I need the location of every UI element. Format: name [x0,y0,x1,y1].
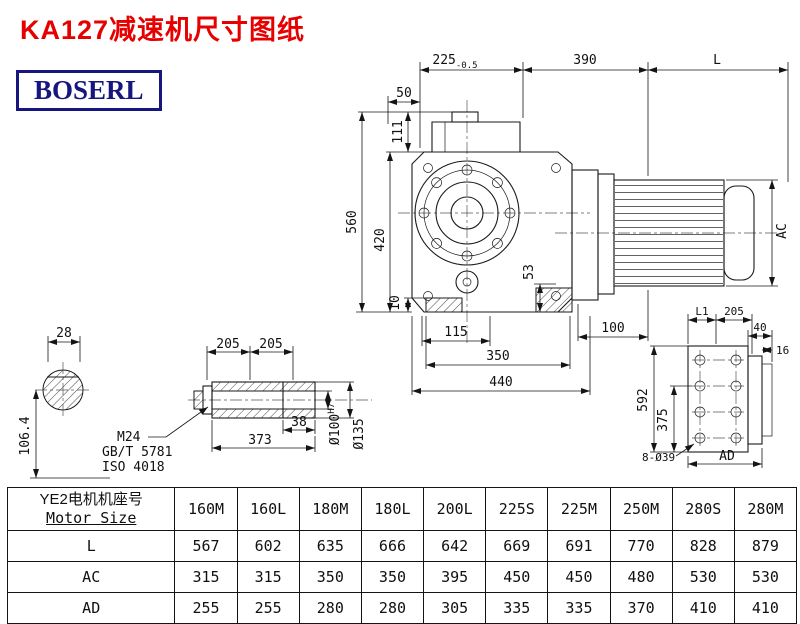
dim-L1: L1 [695,305,708,318]
table-cell: 395 [423,561,487,593]
thread-label: M24 [117,430,141,445]
table-cell: 255 [236,592,300,624]
shaft-end-view: 28 106.4 [18,326,110,479]
brand-logo: BOSERL [16,70,162,111]
dim-592: 592 [636,388,651,411]
dim-111: 111 [391,120,406,143]
table-cell: 669 [485,530,549,562]
dim-205-right: 205 [259,337,282,352]
table-header-row: YE2电机机座号 Motor Size 160M 160L 180M 180L … [6,487,798,531]
dim-AC: AC [775,223,790,239]
main-view [398,100,778,345]
column-header: 225S [485,487,549,531]
row-label: AD [6,592,176,624]
table-cell: 370 [609,592,673,624]
standard-iso: ISO 4018 [102,460,165,475]
dim-390: 390 [573,53,596,68]
dim-od: Ø135 [352,418,367,449]
flange-view: L1 205 40 16 592 375 8-Ø39 AD [636,305,789,468]
table-cell: 410 [733,592,798,624]
table-cell: 280 [298,592,362,624]
dim-205-left: 205 [216,337,239,352]
dim-205-flange: 205 [724,305,744,318]
column-header: 280S [671,487,735,531]
table-cell: 602 [236,530,300,562]
motor-size-table: YE2电机机座号 Motor Size 160M 160L 180M 180L … [6,487,798,624]
dim-373: 373 [248,433,271,448]
motor-size-label-en: Motor Size [46,509,137,527]
dim-350: 350 [486,349,509,364]
column-header: 250M [609,487,673,531]
table-cell: 350 [360,561,425,593]
table-cell: 770 [609,530,673,562]
row-label: L [6,530,176,562]
row-label: AC [6,561,176,593]
table-cell: 530 [733,561,798,593]
table-cell: 450 [485,561,549,593]
dim-bore: Ø100H7 [327,403,343,445]
table-cell: 635 [298,530,362,562]
table-cell: 280 [360,592,425,624]
table-cell: 315 [236,561,300,593]
table-cell: 642 [423,530,487,562]
dim-115: 115 [444,325,467,340]
dim-28: 28 [56,326,72,341]
table-row-AD: AD 255 255 280 280 305 335 335 370 410 4… [6,592,798,624]
column-header: 180M [298,487,362,531]
dim-225: 225-0.5 [432,53,477,71]
table-cell: 567 [174,530,238,562]
table-cell: 480 [609,561,673,593]
standard-gb: GB/T 5781 [102,445,172,460]
dim-375: 375 [656,408,671,431]
dim-AD: AD [719,449,735,464]
dim-440: 440 [489,375,512,390]
dim-420: 420 [373,228,388,251]
table-cell: 335 [485,592,549,624]
table-cell: 335 [547,592,611,624]
table-cell: 879 [733,530,798,562]
table-row-AC: AC 315 315 350 350 395 450 450 480 530 5… [6,561,798,593]
dim-106-4: 106.4 [18,416,33,455]
table-cell: 305 [423,592,487,624]
dim-38: 38 [291,415,307,430]
dim-100: 100 [601,321,624,336]
column-header: 225M [547,487,611,531]
motor-size-label-cn: YE2电机机座号 [39,491,143,508]
table-cell: 350 [298,561,362,593]
table-cell: 828 [671,530,735,562]
shaft-detail-view: 205 205 M24 GB/T 5781 ISO 4018 38 [102,337,372,475]
motor-size-header-cell: YE2电机机座号 Motor Size [6,487,176,531]
dim-16: 16 [776,344,789,357]
table-cell: 450 [547,561,611,593]
column-header: 180L [360,487,425,531]
dim-10: 10 [388,295,403,311]
dim-53: 53 [522,264,537,280]
page-title: KA127减速机尺寸图纸 [20,15,306,45]
table-row-L: L 567 602 635 666 642 669 691 770 828 87… [6,530,798,562]
main-view-dimensions: 225-0.5 390 L 50 560 420 111 10 53 [345,53,790,395]
column-header: 160L [236,487,300,531]
table-cell: 315 [174,561,238,593]
column-header: 280M [733,487,798,531]
dim-50: 50 [396,86,412,101]
dim-L: L [713,53,721,68]
table-cell: 666 [360,530,425,562]
dim-560: 560 [345,210,360,233]
table-cell: 530 [671,561,735,593]
dim-40: 40 [753,321,766,334]
table-cell: 410 [671,592,735,624]
table-cell: 255 [174,592,238,624]
holes-callout: 8-Ø39 [642,451,675,464]
table-cell: 691 [547,530,611,562]
column-header: 160M [174,487,238,531]
column-header: 200L [423,487,487,531]
